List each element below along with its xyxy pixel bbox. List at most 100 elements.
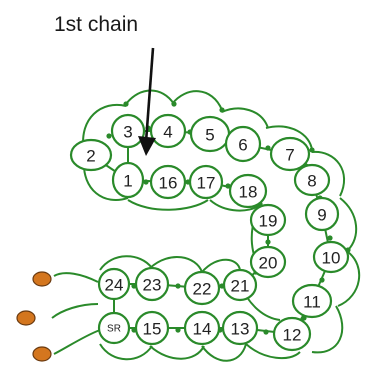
chain-arc [339, 197, 358, 251]
chain-arc [51, 303, 99, 319]
ring-2: 2 [69, 138, 113, 172]
ring-7: 7 [269, 136, 311, 172]
ring-outline [291, 283, 333, 319]
ring-outline [183, 310, 221, 346]
chain-arc [209, 199, 259, 212]
ring-10: 10 [312, 240, 350, 274]
ring-3: 3 [110, 113, 146, 149]
chain-arc [149, 255, 203, 273]
ring-label: 13 [231, 320, 250, 339]
ring-22: 22 [183, 270, 221, 306]
ring-19: 19 [249, 203, 287, 237]
chain-arc [265, 125, 313, 151]
pointer-arrow-shaft [144, 47, 155, 143]
chain-arc [201, 258, 241, 273]
ring-14: 14 [183, 310, 221, 346]
chain-arc [127, 199, 209, 211]
ring-label: 16 [159, 174, 178, 193]
ring-label: 10 [322, 249, 341, 268]
ring-outline [69, 138, 113, 172]
ring-label: 4 [163, 123, 172, 142]
ring-outline [134, 310, 170, 346]
ring-outline [249, 203, 287, 237]
ring-outline [304, 196, 340, 232]
chain-arc [311, 305, 344, 354]
chain-arc [53, 272, 99, 283]
picot-dot [263, 329, 269, 335]
ring-outline [272, 316, 312, 352]
chain-arc [149, 345, 205, 360]
ring-13: 13 [221, 310, 259, 346]
ring-label: 1 [123, 172, 132, 191]
ring-17: 17 [188, 164, 224, 200]
ring-16: 16 [149, 164, 187, 200]
ring-outline [221, 310, 259, 346]
picot-dot [106, 133, 112, 139]
picot-dot [175, 327, 181, 333]
picot-dot [319, 277, 325, 283]
ring-8: 8 [293, 163, 331, 197]
chain-arc [221, 107, 269, 129]
chain-arc [337, 251, 361, 307]
picot-dot [309, 147, 315, 153]
ring-outline [134, 266, 170, 302]
ring-23: 23 [134, 266, 170, 302]
ring-outline [249, 245, 287, 279]
chain-arc [53, 329, 101, 355]
picot-dot [219, 107, 225, 113]
ring-label: 7 [285, 146, 294, 165]
ring-label: 2 [86, 147, 95, 166]
ring-label: 15 [143, 320, 162, 339]
ring-outline [111, 161, 145, 199]
ring-label: 22 [193, 280, 212, 299]
ring-label: 23 [143, 276, 162, 295]
ring-label: 8 [307, 172, 316, 191]
ring-label: SR [107, 324, 121, 335]
ring-label: 21 [231, 277, 250, 296]
picot-dot [123, 101, 129, 107]
ring-sr: SR [97, 311, 131, 345]
ring-label: 20 [259, 254, 278, 273]
ring-9: 9 [304, 196, 340, 232]
bead [32, 346, 52, 362]
ring-label: 9 [317, 206, 326, 225]
ring-5: 5 [189, 115, 231, 153]
ring-21: 21 [222, 268, 258, 302]
ring-outline [312, 240, 350, 274]
picot-dot [265, 239, 271, 245]
ring-label: 19 [259, 212, 278, 231]
ring-label: 3 [123, 123, 132, 142]
ring-label: 24 [105, 276, 124, 295]
ring-outline [188, 164, 224, 200]
chain-arc [171, 90, 223, 111]
ring-24: 24 [97, 267, 131, 301]
ring-label: 12 [283, 326, 302, 345]
ring-outline [269, 136, 311, 172]
chain-caption: 1st chain [54, 13, 139, 36]
ring-20: 20 [249, 245, 287, 279]
ring-18: 18 [228, 173, 268, 209]
ring-label: 11 [303, 293, 321, 312]
ring-outline [97, 267, 131, 301]
picot-dot [143, 179, 149, 185]
picot-dot [265, 145, 271, 151]
ring-label: 5 [205, 126, 214, 145]
ring-4: 4 [149, 113, 187, 149]
ring-6: 6 [224, 125, 262, 163]
chain-arc [99, 255, 153, 271]
ring-label: 17 [197, 174, 216, 193]
ring-11: 11 [291, 283, 333, 319]
ring-outline [222, 268, 258, 302]
ring-label: 14 [193, 320, 212, 339]
bead [16, 310, 36, 326]
bead [32, 271, 52, 287]
ring-outline [97, 311, 131, 345]
chain-arc [99, 343, 153, 361]
picot-dot [171, 101, 177, 107]
picot-dot [327, 235, 333, 241]
ring-outline [149, 113, 187, 149]
ring-outline [110, 113, 146, 149]
chain-arc [245, 343, 301, 360]
